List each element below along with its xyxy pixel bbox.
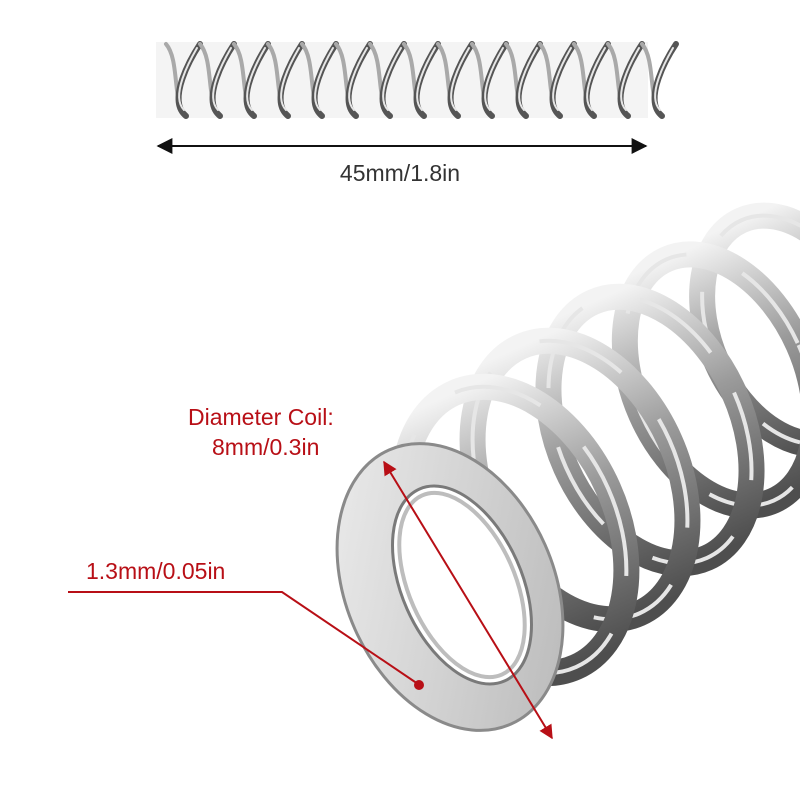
spring-side-view <box>156 41 679 119</box>
length-label: 45mm/1.8in <box>339 160 461 186</box>
spring-coil-highlight <box>586 47 606 111</box>
spring-coil-highlight <box>314 47 334 111</box>
spring-coil-highlight <box>280 47 300 111</box>
spring-coil-highlight <box>246 47 266 111</box>
spring-coil-highlight <box>654 47 674 111</box>
wire-thickness-label: 1.3mm/0.05in <box>86 558 226 584</box>
coil-diameter-arrow <box>383 460 553 740</box>
spring-coil-highlight <box>212 47 232 111</box>
spring-coil-highlight <box>620 47 640 111</box>
spring-coil-highlight <box>450 47 470 111</box>
spring-coil-highlight <box>401 384 629 676</box>
wire-thickness-marker <box>414 680 424 690</box>
spring-coil-highlight <box>348 47 368 111</box>
spring-coil-highlight <box>416 47 436 111</box>
spring-coil-highlight <box>382 47 402 111</box>
wire-thickness-leader <box>68 591 419 685</box>
spring-coil-highlight <box>518 47 538 111</box>
spring-coil-highlight <box>484 47 504 111</box>
coil-diameter-value: 8mm/0.3in <box>212 434 320 460</box>
spring-coil-highlight <box>178 47 198 111</box>
spring-coil-highlight <box>552 47 572 111</box>
spring-coil-highlight <box>546 294 754 566</box>
coil-diameter-title: Diameter Coil: <box>188 404 334 430</box>
spring-closeup <box>335 202 800 732</box>
